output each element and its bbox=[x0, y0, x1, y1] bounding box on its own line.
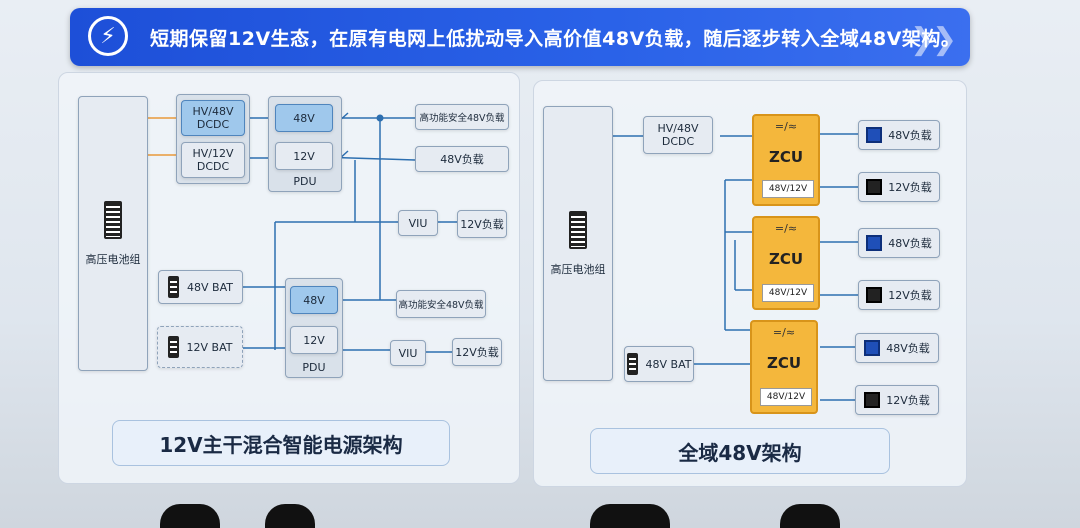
dcdc-hv48: HV/48V DCDC bbox=[181, 100, 245, 136]
audience-head bbox=[780, 504, 840, 528]
load-48v-right-3: 48V负载 bbox=[855, 333, 939, 363]
load-12v-label: 12V负载 bbox=[888, 289, 932, 302]
chip-icon bbox=[866, 179, 883, 195]
audience-head bbox=[160, 504, 220, 528]
load-48v: 48V负载 bbox=[415, 146, 509, 172]
load-48v-label: 48V负载 bbox=[888, 129, 932, 142]
zcu-symbol: =/≈ bbox=[774, 222, 798, 235]
hv-battery-label-right: 高压电池组 bbox=[550, 262, 606, 276]
load-12v-label: 12V负载 bbox=[888, 181, 932, 194]
zcu-symbol: =/≈ bbox=[774, 120, 798, 133]
banner: ⚡ 短期保留12V生态，在原有电网上低扰动导入高价值48V负载，随后逐步转入全域… bbox=[70, 8, 970, 66]
chip-icon bbox=[864, 392, 881, 408]
load-safety-48v-1: 高功能安全48V负载 bbox=[415, 104, 509, 130]
battery-48v-right-label: 48V BAT bbox=[645, 357, 692, 371]
viu-1: VIU bbox=[398, 210, 438, 236]
pdu-2-48v: 48V bbox=[290, 286, 338, 314]
dcdc-hv12: HV/12V DCDC bbox=[181, 142, 245, 178]
load-safety-48v-2: 高功能安全48V负载 bbox=[396, 290, 486, 318]
battery-12v-label: 12V BAT bbox=[186, 340, 233, 354]
load-12v-label: 12V负载 bbox=[886, 394, 930, 407]
battery-48v: 48V BAT bbox=[158, 270, 243, 304]
hv-battery-pack: 高压电池组 bbox=[78, 96, 148, 371]
hv-battery-pack-right: 高压电池组 bbox=[543, 106, 613, 381]
pdu-1-48v: 48V bbox=[275, 104, 333, 132]
battery-48v-right: 48V BAT bbox=[624, 346, 694, 382]
zcu-output: 48V/12V bbox=[762, 180, 814, 198]
zcu-2: =/≈ ZCU 48V/12V bbox=[752, 216, 820, 310]
chip-icon bbox=[866, 287, 883, 303]
chevron-right-icon: ❯ bbox=[932, 22, 958, 57]
right-caption: 全域48V架构 bbox=[590, 428, 890, 474]
load-12v-right-1: 12V负载 bbox=[858, 172, 940, 202]
chip-icon bbox=[866, 127, 883, 143]
load-12v-right-3: 12V负载 bbox=[855, 385, 939, 415]
viu-2: VIU bbox=[390, 340, 426, 366]
load-12v-right-2: 12V负载 bbox=[858, 280, 940, 310]
pdu-2-label: PDU bbox=[302, 361, 326, 374]
load-48v-right-1: 48V负载 bbox=[858, 120, 940, 150]
zcu-1: =/≈ ZCU 48V/12V bbox=[752, 114, 820, 206]
load-48v-label: 48V负载 bbox=[886, 342, 930, 355]
chip-icon bbox=[866, 235, 883, 251]
zcu-output: 48V/12V bbox=[760, 388, 812, 406]
zcu-name: ZCU bbox=[766, 354, 802, 372]
battery-icon bbox=[104, 200, 122, 239]
load-12v-2: 12V负载 bbox=[452, 338, 502, 366]
zcu-name: ZCU bbox=[768, 250, 804, 268]
battery-12v: 12V BAT bbox=[157, 326, 243, 368]
pdu-2-12v: 12V bbox=[290, 326, 338, 354]
zcu-symbol: =/≈ bbox=[772, 326, 796, 339]
pdu-1-label: PDU bbox=[293, 175, 317, 188]
pdu-1-12v: 12V bbox=[275, 142, 333, 170]
battery-icon bbox=[168, 276, 180, 298]
battery-icon bbox=[626, 353, 638, 375]
dcdc-hv48-right: HV/48V DCDC bbox=[643, 116, 713, 154]
load-48v-label: 48V负载 bbox=[888, 237, 932, 250]
battery-icon bbox=[167, 336, 179, 358]
battery-icon bbox=[569, 210, 587, 249]
chevron-right-icon: ❯ bbox=[910, 22, 936, 57]
left-caption: 12V主干混合智能电源架构 bbox=[112, 420, 450, 466]
lightning-icon: ⚡ bbox=[88, 16, 128, 56]
zcu-output: 48V/12V bbox=[762, 284, 814, 302]
audience-head bbox=[590, 504, 670, 528]
load-48v-right-2: 48V负载 bbox=[858, 228, 940, 258]
zcu-name: ZCU bbox=[768, 148, 804, 166]
chip-icon bbox=[864, 340, 881, 356]
banner-text: 短期保留12V生态，在原有电网上低扰动导入高价值48V负载，随后逐步转入全域48… bbox=[150, 28, 961, 50]
load-12v-1: 12V负载 bbox=[457, 210, 507, 238]
battery-48v-label: 48V BAT bbox=[187, 280, 233, 294]
hv-battery-label: 高压电池组 bbox=[85, 252, 141, 266]
audience-head bbox=[265, 504, 315, 528]
zcu-3: =/≈ ZCU 48V/12V bbox=[750, 320, 818, 414]
